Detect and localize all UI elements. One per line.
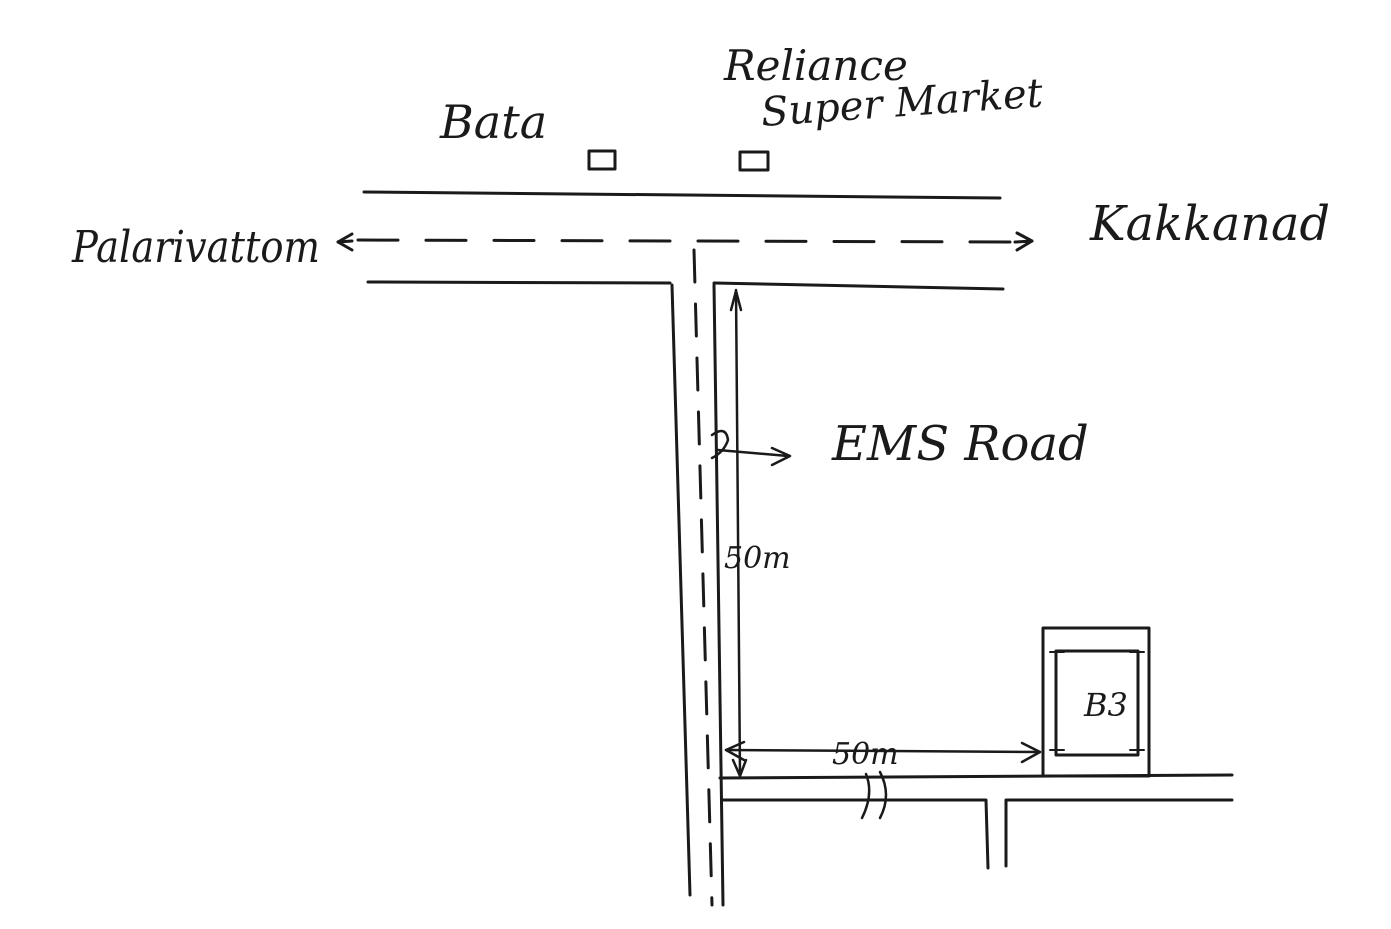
right-arrowhead-icon [1020,741,1042,764]
bata-label: Bata [439,95,547,149]
kakkanad-label: Kakkanad [1089,196,1330,252]
main-road-top-edge [362,190,1002,200]
down-arrowhead-icon [731,758,748,778]
vertical-dimension-line [734,288,742,777]
house-inner-outline [1054,649,1140,757]
break-marks-icon [860,770,888,820]
ems-road-right-edge [712,283,725,907]
house-corner-ticks [1049,651,1145,751]
house-outer-outline [1041,626,1151,778]
ems-road-pointer-arrow-line [716,448,790,458]
side-road [718,773,1234,870]
horizontal-distance-marker [724,740,1042,820]
reliance-marker-icon [738,150,770,172]
ems-road-pointer-arrowhead-icon [770,446,792,467]
house-b3-label: B3 [1083,686,1128,724]
bata-marker-icon [587,149,617,171]
main-road [336,190,1034,291]
ems-road-left-edge [670,283,692,897]
horizontal-dimension-line [724,748,1042,754]
main-road-bottom-edge-right [712,281,1005,291]
side-road-bottom-edge-left [720,798,990,870]
house-b3 [1041,626,1151,778]
side-road-top-edge [718,773,1234,780]
left-arrowhead-icon [724,740,746,762]
palarivattom-label: Palarivattom [71,222,320,273]
ems-road [670,248,792,907]
up-arrowhead-icon [729,289,743,312]
reliance-label-line1: Reliance [723,41,908,90]
west-arrow-icon [336,232,354,252]
ems-road-pointer-squiggle [710,429,730,460]
main-road-centre-dashes [356,238,1017,244]
ems-road-centre-dashes [692,248,714,907]
vertical-distance-label: 50m [724,541,791,576]
east-arrow-icon [1013,231,1034,252]
main-road-bottom-edge-left [366,280,672,285]
horizontal-distance-label: 50m [832,737,899,772]
vertical-distance-marker [729,288,748,778]
ems-road-label: EMS Road [831,416,1089,472]
side-road-bottom-edge-right [1004,798,1234,868]
